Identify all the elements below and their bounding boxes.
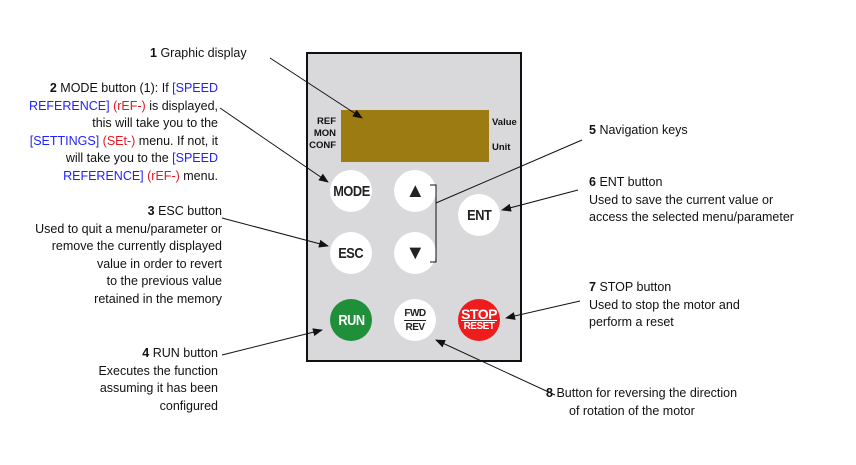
callout-3: 3 ESC button Used to quit a menu/paramet… (35, 204, 222, 306)
conf-label: CONF (309, 140, 336, 151)
display-mode-labels: REF MON CONF (300, 116, 336, 152)
esc-button[interactable]: ESC (330, 232, 372, 274)
callout-5: 5 Navigation keys (589, 123, 688, 137)
callout-6: 6 ENT button Used to save the current va… (589, 175, 794, 225)
leader-7 (505, 300, 581, 320)
navigation-bracket (430, 184, 437, 263)
fwd-label: FWD (404, 307, 426, 321)
callout-2: 2 MODE button (1): If [SPEED REFERENCE] … (29, 81, 218, 183)
stop-label: STOP (461, 305, 497, 322)
fwd-rev-button[interactable]: FWD REV (394, 299, 436, 341)
down-arrow-button[interactable]: ▼ (394, 232, 436, 274)
callout-8: 8 Button for reversing the direction of … (546, 386, 738, 418)
mode-button[interactable]: MODE (330, 170, 372, 212)
leader-2 (219, 107, 329, 183)
leader-3 (221, 217, 329, 248)
ref-label: REF (317, 116, 336, 127)
leader-8 (435, 339, 556, 396)
callout-1: 1 Graphic display (150, 46, 247, 60)
up-arrow-button[interactable]: ▲ (394, 170, 436, 212)
stop-reset-button[interactable]: STOP RESET (458, 299, 500, 341)
ent-button[interactable]: ENT (458, 194, 500, 236)
run-button[interactable]: RUN (330, 299, 372, 341)
leader-6 (501, 189, 579, 212)
graphic-display (341, 110, 489, 162)
reset-label: RESET (463, 320, 495, 332)
leader-1 (269, 57, 363, 119)
leader-4 (221, 328, 323, 356)
leader-5 (435, 139, 583, 204)
triangle-up-icon: ▲ (405, 179, 425, 202)
mon-label: MON (313, 128, 336, 139)
callout-7: 7 STOP button Used to stop the motor and… (589, 280, 740, 330)
rev-label: REV (405, 321, 425, 333)
value-label: Value (492, 117, 517, 128)
triangle-down-icon: ▼ (405, 241, 425, 264)
unit-label: Unit (492, 142, 511, 153)
